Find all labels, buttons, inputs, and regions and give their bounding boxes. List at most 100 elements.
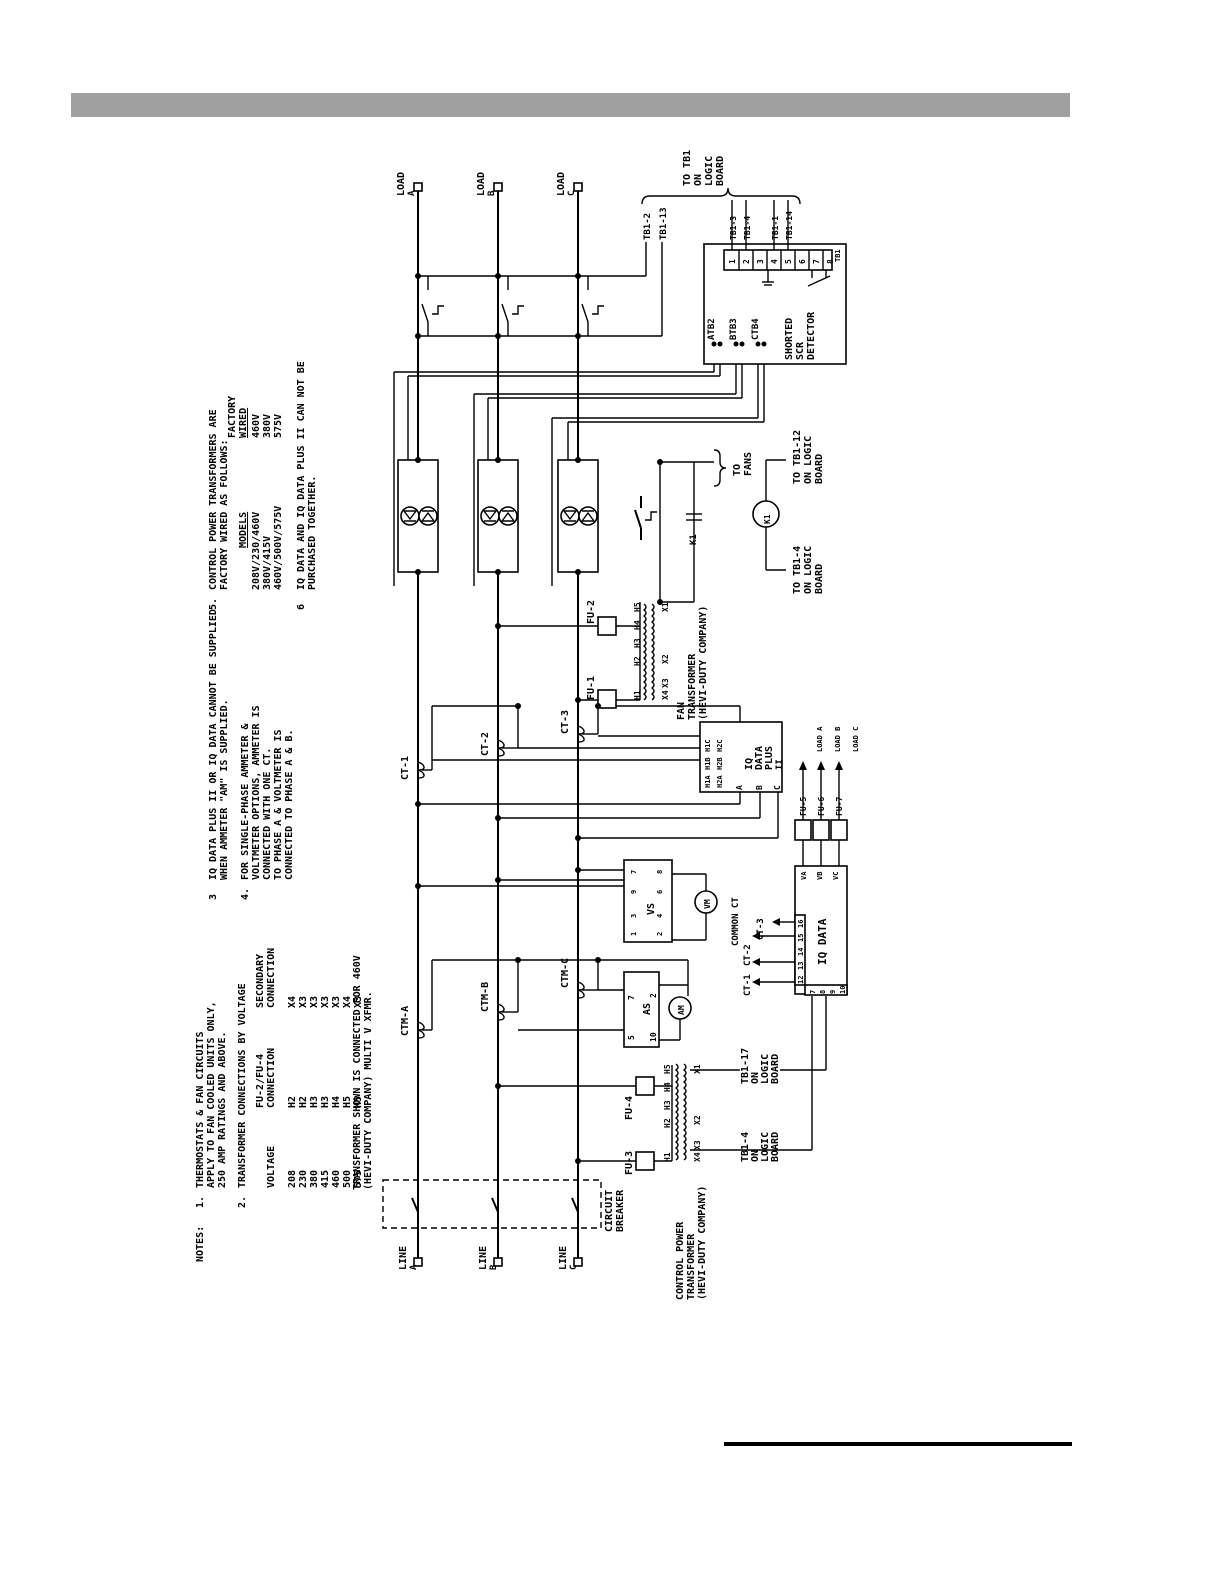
fan-transformer-label: FAN [676,702,687,720]
svg-text:1: 1 [630,932,638,936]
table-cell: 575 [353,1170,364,1188]
svg-text:WIRED: WIRED [238,408,249,438]
to-tb1-label: TO TB1 [682,150,693,186]
line-c-terminal [573,1257,583,1267]
svg-text:460V: 460V [251,414,262,438]
svg-text:SCR: SCR [795,341,806,360]
junction-dot [415,333,421,339]
svg-text:12: 12 [797,976,805,984]
svg-text:8: 8 [819,990,827,994]
svg-text:A: A [409,1264,419,1270]
am-label: AM [677,1005,686,1015]
svg-text:CONNECTED WITH ONE CT.: CONNECTED WITH ONE CT. [262,748,273,880]
junction-dot [575,697,581,703]
table-cell: 460 [331,1170,342,1188]
load-c-terminal [573,182,583,192]
line-a-terminal [413,1257,423,1267]
table-header: CONNECTION [266,948,277,1008]
svg-text:H4: H4 [663,1082,672,1092]
svg-text:15: 15 [797,934,805,942]
svg-text:ON: ON [750,1072,761,1084]
junction-dot [575,835,581,841]
svg-text:ON: ON [693,174,704,186]
svg-text:9: 9 [630,890,638,894]
svg-text:H4: H4 [633,620,642,630]
vs-label: VS [646,903,657,915]
footer-rule [724,1442,1072,1446]
svg-text:MODELS: MODELS [238,512,249,548]
svg-text:X2: X2 [693,1115,702,1125]
tb1-terminal-number: 3 [756,259,765,264]
notes: NOTES: 1. THERMOSTATS & FAN CIRCUITS APP… [195,361,374,1262]
svg-text:VOLTMETER OPTIONS, AMMETER IS: VOLTMETER OPTIONS, AMMETER IS [251,705,262,880]
ct-2-coil [497,739,505,757]
svg-text:H1: H1 [663,1152,672,1162]
svg-text:X3: X3 [661,678,670,688]
k1-coil-label: K1 [763,514,772,524]
fu-2-label: FU-2 [586,600,597,624]
junction-dot [495,333,501,339]
to-fans-brace [713,449,727,487]
svg-text:LOGIC: LOGIC [760,1132,771,1162]
junction-dot [415,883,421,889]
svg-text:14: 14 [797,948,805,956]
svg-text:ON: ON [750,1150,761,1162]
coil-tb1-12-label: TO TB1-12 [792,430,803,484]
svg-text:X1: X1 [693,1064,702,1074]
svg-text:FACTORY: FACTORY [227,396,238,438]
fu-4-label: FU-4 [624,1096,635,1120]
ammeter-section: CTM-A CTM-B CTM-C AS 5 7 2 10 AM [400,958,692,1048]
svg-text:BOARD: BOARD [770,1132,781,1162]
junction-dots [415,273,663,1164]
iq-common-ct-label: COMMON CT [731,897,741,946]
table-cell: 208 [287,1170,298,1188]
svg-text:VA: VA [800,871,808,880]
svg-text:LOGIC: LOGIC [760,1054,771,1084]
junction-dot [415,801,421,807]
table-cell: H3 [309,1096,320,1108]
svg-text:A: A [735,785,744,790]
iq-data-ct-arrows [752,918,795,986]
cpt-primary-winding [674,1063,679,1161]
iq-ct-3-label: CT-3 [756,918,766,940]
svg-text:C: C [567,191,577,196]
svg-text:APPLY TO FAN COOLED UNITS ONLY: APPLY TO FAN COOLED UNITS ONLY, [206,1001,217,1188]
ct-1-label: CT-1 [400,756,411,780]
fan-transformer: FU-1 FU-2 H1 H2 H3 H4 H5 X4 X3 X2 X1 FAN… [498,449,754,720]
scr-a [397,459,439,573]
svg-text:TB1-4: TB1-4 [743,216,752,240]
table-cell: 500 [342,1170,353,1188]
svg-text:8: 8 [656,870,664,874]
junction-dot [495,877,501,883]
scr-detector-label: SHORTED [784,318,795,360]
header-bar [71,93,1070,117]
ctm-c-coil [577,981,585,999]
ctm-c-label: CTM-C [560,958,571,988]
svg-text:BOARD: BOARD [715,156,726,186]
ctm-a-label: CTM-A [400,1006,411,1036]
tb1-terminal-number: 2 [742,259,751,264]
fu-4-fuse [635,1076,655,1096]
junction-dot [595,703,601,709]
svg-text:DATA: DATA [754,746,765,770]
svg-text:LOGIC: LOGIC [704,156,715,186]
load-c-label: LOAD [556,172,567,196]
junction-dot [415,273,421,279]
table-cell: X4 [287,996,298,1008]
svg-text:4.: 4. [240,888,251,900]
svg-text:H1B: H1B [704,757,712,770]
fu-2-fuse [597,616,617,636]
svg-text:H3: H3 [663,1100,672,1110]
svg-text:C: C [569,1265,579,1270]
table-cell: H5 [353,1096,364,1108]
tb1-terminal-number: 4 [770,259,779,264]
table-header: CONNECTION [266,1048,277,1108]
junction-dot [575,1158,581,1164]
control-power-transformer: FU-3 FU-4 H1 H2 H3 H4 H5 X4 X3 X2 X1 CON… [498,996,827,1300]
iq-data-module: IQ DATA 12 13 14 15 16 7 8 9 10 VA VB VC… [731,726,860,996]
ctm-b-label: CTM-B [480,982,491,1012]
